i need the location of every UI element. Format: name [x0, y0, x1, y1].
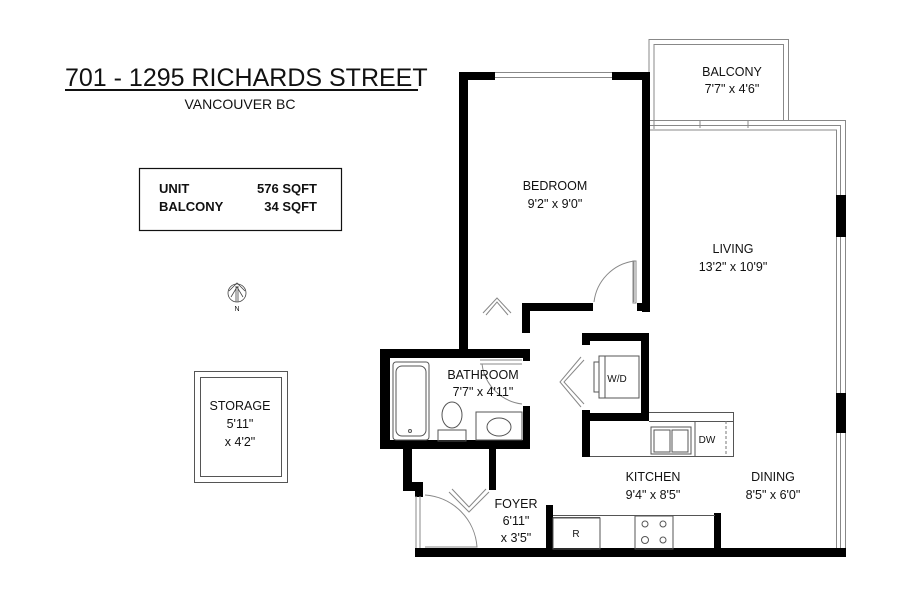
foyer-name: FOYER	[494, 497, 537, 511]
dining-dim: 8'5" x 6'0"	[746, 488, 801, 502]
storage-name: STORAGE	[210, 399, 271, 413]
balcony-name: BALCONY	[702, 65, 762, 79]
title-underline	[65, 89, 418, 91]
dining-name: DINING	[751, 470, 795, 484]
stove-icon	[634, 515, 674, 550]
storage-dim1: 5'11"	[227, 417, 254, 431]
bathroom-dim: 7'7" x 4'11"	[453, 385, 514, 399]
foyer-dim1: 6'11"	[503, 514, 530, 528]
north-label: N	[234, 306, 239, 313]
city-subtitle: VANCOUVER BC	[185, 96, 296, 112]
living-dim: 13'2" x 10'9"	[699, 260, 768, 274]
balcony-label: BALCONY	[159, 199, 224, 214]
washer-dryer-label: W/D	[607, 374, 626, 385]
kitchen-dim: 9'4" x 8'5"	[626, 488, 681, 502]
storage-room	[194, 371, 288, 483]
bathtub-icon	[392, 361, 430, 441]
living-name: LIVING	[713, 242, 754, 256]
unit-label: UNIT	[159, 181, 189, 196]
toilet-icon	[437, 401, 467, 442]
refrigerator-label: R	[572, 529, 579, 540]
kitchen-name: KITCHEN	[626, 470, 681, 484]
kitchen-counter	[590, 412, 734, 457]
washer-dryer-icon	[593, 355, 640, 399]
doors	[415, 260, 637, 548]
north-arrow-icon	[227, 282, 247, 303]
lower-counter	[552, 515, 715, 550]
bedroom-dim: 9'2" x 9'0"	[528, 197, 583, 211]
storage-dim2: x 4'2"	[225, 435, 255, 449]
foyer-dim2: x 3'5"	[501, 531, 531, 545]
bathroom-name: BATHROOM	[447, 368, 518, 382]
walls	[380, 72, 846, 557]
balcony-dim: 7'7" x 4'6"	[705, 82, 760, 96]
unit-area: 576 SQFT	[257, 181, 317, 196]
dishwasher-label: DW	[699, 435, 716, 446]
bedroom-name: BEDROOM	[523, 179, 588, 193]
balcony-area: 34 SQFT	[264, 199, 317, 214]
sink-icon	[475, 411, 523, 441]
area-summary-box	[138, 167, 343, 232]
address-title: 701 - 1295 RICHARDS STREET	[65, 64, 428, 92]
